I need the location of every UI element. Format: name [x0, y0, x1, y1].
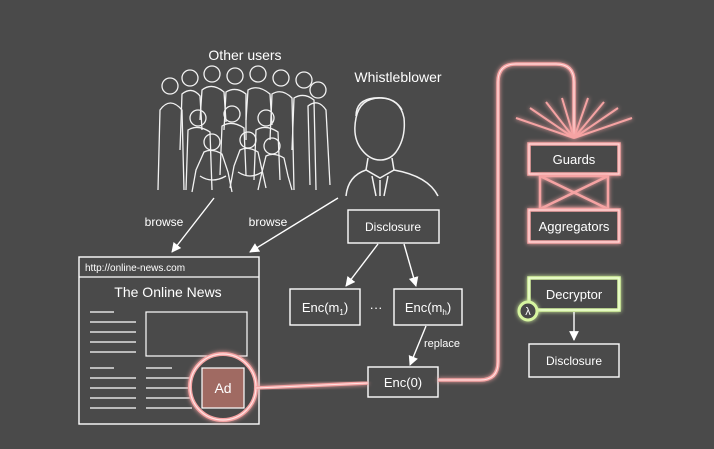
- ellipsis: ···: [370, 300, 383, 315]
- whistleblower-label: Whistleblower: [354, 69, 441, 85]
- aggregators-label: Aggregators: [539, 219, 610, 234]
- lambda-symbol: λ: [525, 306, 531, 318]
- decryptor-label: Decryptor: [546, 287, 603, 302]
- replace-label: replace: [424, 338, 460, 350]
- browse-arrow-whistleblower: [249, 197, 339, 253]
- disclosure-box-top: [347, 209, 440, 244]
- disclosure-top-label: Disclosure: [365, 220, 421, 234]
- enc-mh-label: Enc(mh): [405, 300, 451, 317]
- ad-slot[interactable]: [201, 367, 245, 409]
- enc-mh-box: [393, 288, 463, 326]
- decryptor-node: λ Decryptor: [517, 276, 621, 322]
- website-url[interactable]: http://online-news.com: [85, 263, 185, 274]
- guards-label: Guards: [553, 152, 596, 167]
- disclosure-box-bottom: [528, 343, 620, 378]
- ad-label: Ad: [214, 380, 231, 396]
- other-users-label: Other users: [208, 47, 281, 63]
- browse-label-whistleblower: browse: [249, 215, 288, 229]
- lambda-badge: [517, 300, 539, 322]
- enc-zero-label: Enc(0): [384, 375, 422, 390]
- guards-aggregators-mesh: [538, 174, 610, 211]
- enc-m1-label: Enc(m1): [302, 300, 348, 317]
- glow-path: [255, 62, 576, 390]
- whistleblower-illustration: [345, 97, 439, 197]
- enc-zero-box: [367, 366, 439, 398]
- website-title: The Online News: [114, 284, 221, 300]
- website-text-lines: [90, 311, 192, 409]
- enc-m1-box: [289, 288, 361, 326]
- guard-burst: [515, 97, 633, 139]
- news-website: http://online-news.com The Online News A…: [78, 256, 260, 425]
- arrow-to-enc-mh: [403, 243, 419, 287]
- website-image-placeholder: [145, 311, 248, 357]
- arrow-to-enc-m1: [345, 243, 379, 287]
- browse-label-users: browse: [145, 215, 184, 229]
- browse-arrow-users: [171, 197, 215, 253]
- crowd-illustration: [157, 65, 331, 193]
- replace-arrow: [408, 325, 427, 366]
- disclosure-bottom-label: Disclosure: [546, 354, 602, 368]
